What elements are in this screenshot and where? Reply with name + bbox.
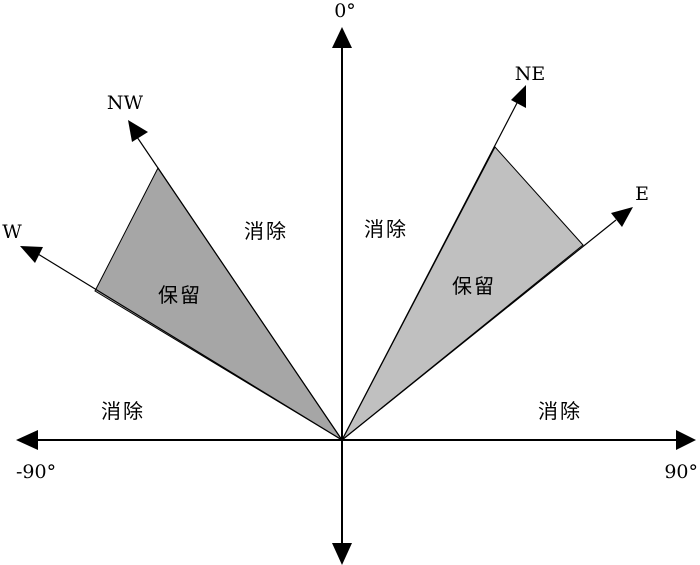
- e-label: E: [635, 183, 649, 205]
- ne-arrowhead-icon: [511, 85, 526, 108]
- keep-right-label: 保留: [452, 274, 496, 298]
- w-arrowhead-icon: [20, 246, 43, 263]
- remove-upper-right-label: 消除: [364, 217, 408, 241]
- e-arrowhead-icon: [611, 207, 633, 227]
- w-label: W: [2, 221, 22, 243]
- top-arrowhead-icon: [332, 27, 352, 48]
- ne-label: NE: [515, 63, 546, 85]
- top-angle-label: 0°: [334, 0, 356, 22]
- nw-label: NW: [107, 92, 144, 114]
- w-ray: [37, 253, 343, 441]
- right-angle-label: 90°: [664, 461, 698, 483]
- e-ray: [341, 219, 617, 441]
- nw-arrowhead-icon: [128, 120, 148, 142]
- keep-left-label: 保留: [158, 283, 202, 307]
- remove-upper-left-label: 消除: [244, 219, 288, 243]
- right-arrowhead-icon: [676, 430, 696, 450]
- left-angle-label: -90°: [16, 461, 56, 483]
- left-arrowhead-icon: [16, 430, 38, 450]
- ne-ray: [341, 102, 518, 441]
- remove-lower-right-label: 消除: [538, 399, 582, 423]
- nw-ray: [136, 136, 343, 441]
- remove-lower-left-label: 消除: [101, 399, 145, 423]
- bottom-arrowhead-icon: [332, 543, 352, 565]
